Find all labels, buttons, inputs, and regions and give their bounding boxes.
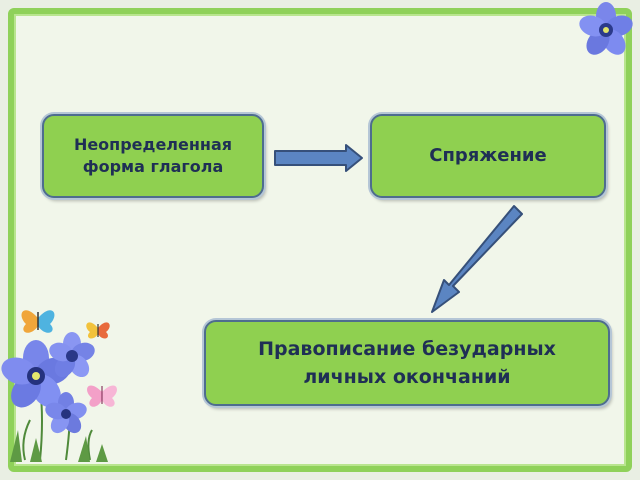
butterfly-icon — [87, 385, 117, 407]
grass — [10, 430, 108, 462]
flower-icon — [1, 340, 71, 408]
node-infinitive: Неопределенная форма глагола — [42, 114, 264, 198]
butterfly-icon — [86, 322, 110, 339]
node-conjugation: Спряжение — [370, 114, 606, 198]
node-label: Спряжение — [429, 145, 547, 166]
arrow-down-left-icon — [431, 205, 523, 313]
flower-icon — [579, 2, 633, 55]
node-label: Неопределенная форма глагола — [73, 135, 233, 176]
flower-icon — [49, 332, 95, 378]
node-spelling-endings: Правописание безударных личных окончаний — [204, 320, 610, 406]
butterfly-icon — [21, 310, 55, 333]
arrow-right-icon — [274, 144, 363, 172]
flower-icon — [45, 392, 87, 434]
node-label: Правописание безударных личных окончаний — [258, 338, 556, 388]
